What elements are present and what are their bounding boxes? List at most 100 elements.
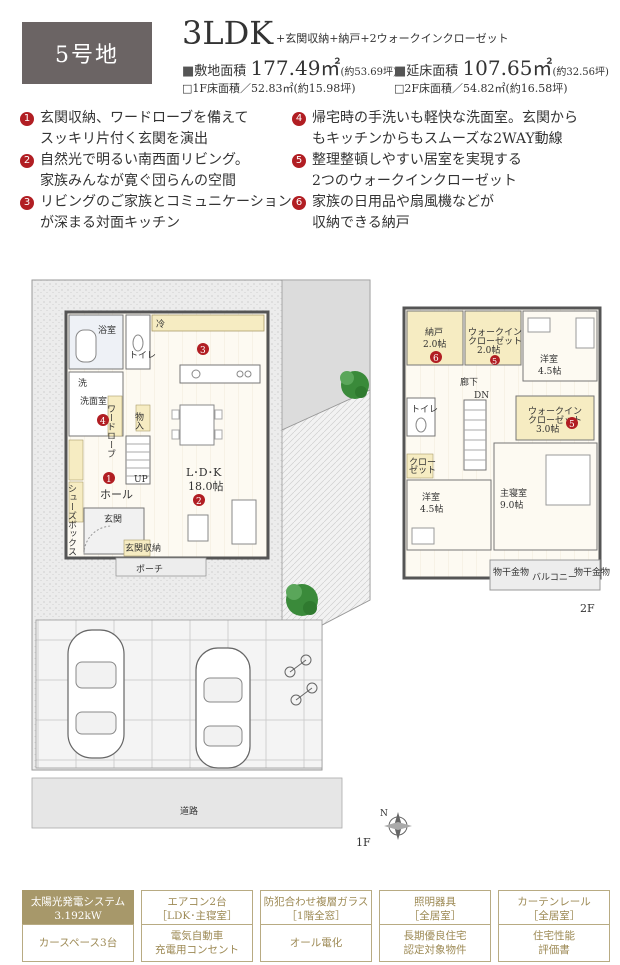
porch xyxy=(115,557,207,577)
toilet-icon xyxy=(415,417,427,433)
site-area-label: 敷地面積 xyxy=(194,64,247,79)
room1-size: 4.5帖 xyxy=(538,365,561,377)
road-strip xyxy=(31,777,343,829)
stove-icon xyxy=(236,370,244,378)
bed-icon xyxy=(575,317,595,349)
door-swing xyxy=(83,525,113,555)
car-icon xyxy=(67,629,125,759)
road-label: 道路 xyxy=(180,805,198,817)
floorplan-1f: 道路 浴室 トイレ 冷 洗 洗面室 ワードローブ 物入 xyxy=(31,279,412,849)
ldk-furniture xyxy=(171,404,257,545)
washroom-label: 洗面室 xyxy=(80,395,107,407)
badge-aircon: エアコン2台［LDK･主寝室］ xyxy=(141,890,253,928)
feature-marker-5b: 5 xyxy=(566,417,578,430)
badge-all-electric: オール電化 xyxy=(260,924,372,962)
badge-glass: 防犯合わせ複層ガラス［1階全窓］ xyxy=(260,890,372,928)
layout-type: 3LDK xyxy=(182,14,274,52)
kitchen-back-counter xyxy=(151,314,265,332)
entrance-label: 玄関 xyxy=(104,513,122,525)
badge-lighting: 照明器具［全居室］ xyxy=(379,890,491,928)
toilet-2f-label: トイレ xyxy=(411,405,438,415)
closet-size: 2.0帖 xyxy=(423,338,446,350)
lot-badge: 5号地 xyxy=(22,22,152,84)
svg-text:3: 3 xyxy=(200,346,206,356)
bathtub-icon xyxy=(75,329,97,363)
floor-area-total-label: 延床面積 xyxy=(406,64,459,79)
master-size: 9.0帖 xyxy=(500,499,523,511)
kitchen-island xyxy=(179,364,261,384)
corridor-label: 廊下 xyxy=(460,376,478,388)
svg-text:2: 2 xyxy=(196,497,202,507)
svg-text:4: 4 xyxy=(100,417,106,427)
balcony-hanger-right: 物干金物 xyxy=(574,566,610,578)
balcony-hanger-left: 物干金物 xyxy=(493,566,529,578)
floorplan: 道路 浴室 トイレ 冷 洗 洗面室 ワードローブ 物入 xyxy=(31,279,610,849)
wic2-label: ウォークイン xyxy=(528,406,582,417)
small-closet xyxy=(406,453,434,479)
entrance-storage-label: 玄関収納 xyxy=(125,542,161,554)
wic1-label: ウォークイン xyxy=(468,327,522,338)
stove-icon xyxy=(244,370,252,378)
small-closet-label: クロー xyxy=(409,457,436,468)
stairs-up-label: UP xyxy=(134,475,148,485)
badge-curtain: カーテンレール［全居室］ xyxy=(498,890,610,928)
bicycle-icon xyxy=(284,654,318,706)
stairs-1f xyxy=(125,435,151,485)
ldk-label: L･D･K xyxy=(186,466,222,479)
svg-text:1: 1 xyxy=(106,475,112,485)
floorplan-2f: 納戸 2.0帖 6 ウォークイン クローゼット 2.0帖 5 洋室 4.5帖 廊… xyxy=(402,306,610,615)
feature-marker-3: 3 xyxy=(197,343,209,356)
wardrobe-label: ワードローブ xyxy=(105,404,115,458)
feature-marker-6: 6 xyxy=(430,351,442,364)
storage-1f xyxy=(135,404,151,432)
floor-area-total: ■延床面積 107.65㎡(約32.56坪) xyxy=(394,56,609,80)
balcony-label: バルコニー xyxy=(532,572,577,583)
site-area-value: 177.49㎡ xyxy=(250,56,341,80)
floor-2f-label: 2F xyxy=(580,602,595,615)
floor1-area: □1F床面積／52.83㎡(約15.98坪) xyxy=(182,82,356,95)
feature-marker-1: 1 xyxy=(103,472,115,485)
master-label: 主寝室 xyxy=(500,487,527,499)
desk-icon xyxy=(411,527,435,545)
feature-number: 3 xyxy=(20,196,34,210)
feature-number: 5 xyxy=(292,154,306,168)
feature-number: 1 xyxy=(20,112,34,126)
tree-icon xyxy=(286,584,318,616)
toilet-icon xyxy=(132,334,144,352)
feature-number: 6 xyxy=(292,196,306,210)
shoebox xyxy=(68,481,84,523)
site-area-tsubo: (約53.69坪) xyxy=(340,67,397,78)
ldk-size: 18.0帖 xyxy=(188,480,224,493)
car-icon xyxy=(195,647,251,769)
badge-performance: 住宅性能評価書 xyxy=(498,924,610,962)
storage-1f-label: 物入 xyxy=(133,411,144,430)
stairs-dn-label: DN xyxy=(474,391,489,401)
bath-label: 浴室 xyxy=(98,324,116,336)
room2-label: 洋室 xyxy=(422,491,440,503)
svg-text:5: 5 xyxy=(569,420,575,430)
svg-text:5: 5 xyxy=(492,357,497,366)
toilet-2f xyxy=(406,397,436,437)
badge-ev: 電気自動車充電用コンセント xyxy=(141,924,253,962)
wash-machine-label: 洗 xyxy=(78,377,87,389)
feature-number: 4 xyxy=(292,112,306,126)
fridge-label: 冷 xyxy=(156,318,165,330)
bed-icon xyxy=(545,454,591,506)
wic1-label-2: クローゼット xyxy=(468,335,522,347)
closet-label: 納戸 xyxy=(425,326,443,338)
sink-icon xyxy=(191,369,201,379)
balcony xyxy=(489,559,601,591)
site-area: ■敷地面積 177.49㎡(約53.69坪) xyxy=(182,56,397,80)
floor-1f-label: 1F xyxy=(356,836,371,849)
room1-label: 洋室 xyxy=(540,353,558,365)
stairs-2f xyxy=(463,399,487,471)
wardrobe-2 xyxy=(68,439,84,481)
